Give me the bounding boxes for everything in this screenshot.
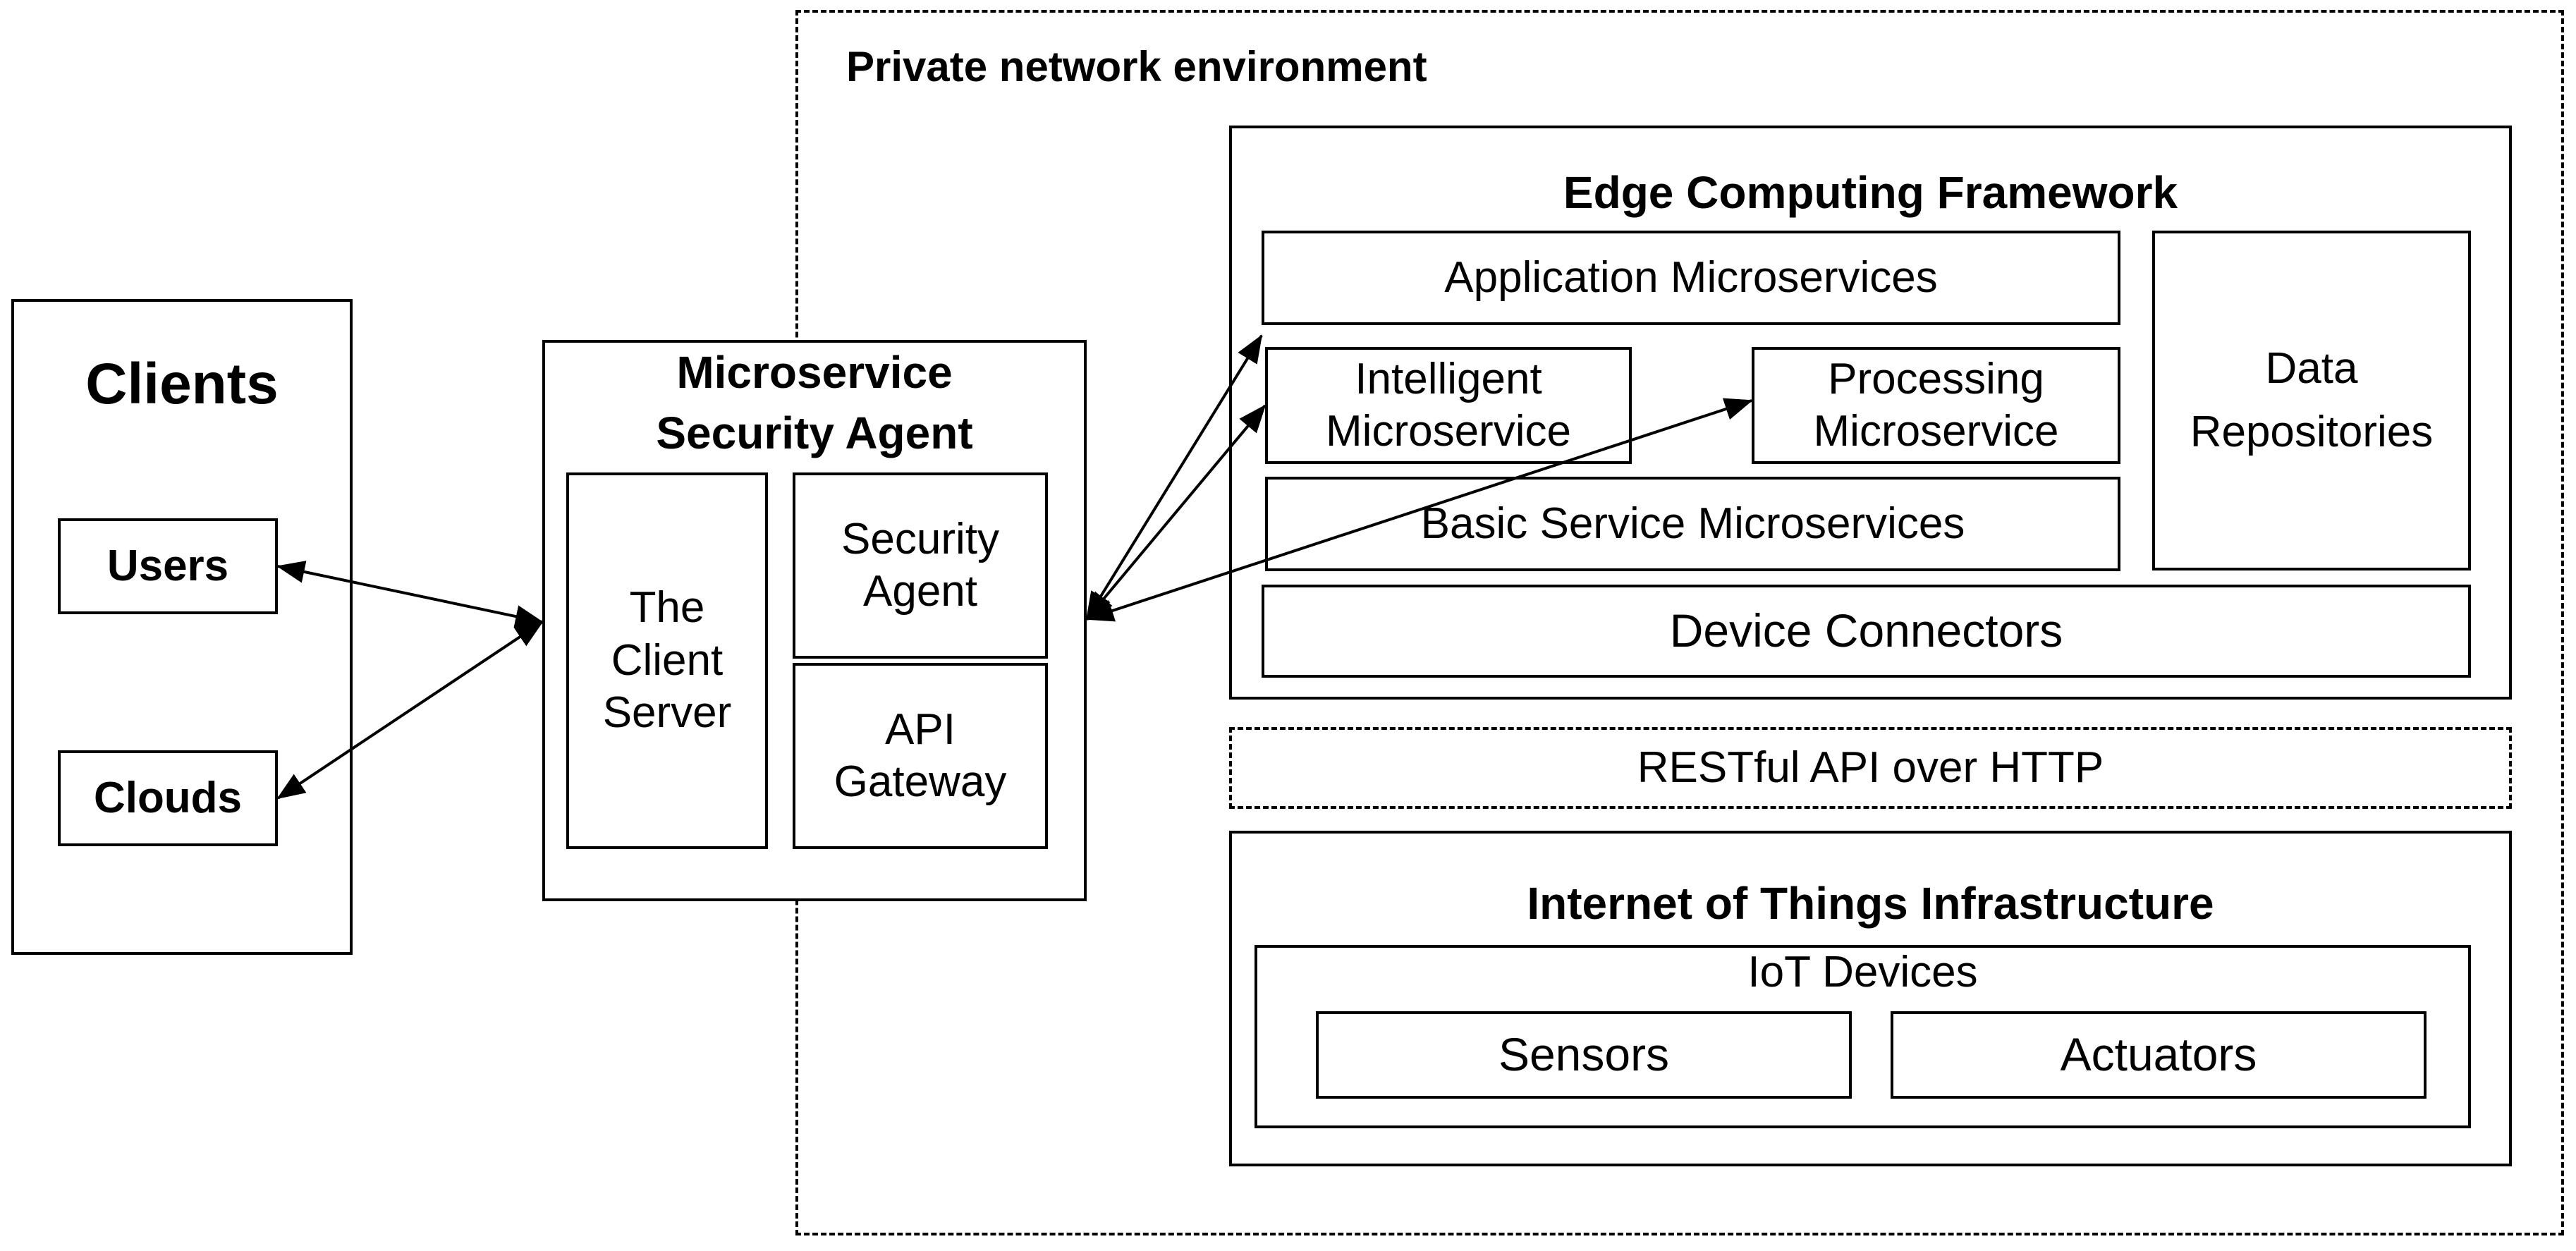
users-node: Users bbox=[58, 518, 278, 614]
iot-devices-title: IoT Devices bbox=[1747, 947, 1978, 996]
actuators-node: Actuators bbox=[1891, 1011, 2427, 1099]
application-microservices-node: Application Microservices bbox=[1262, 231, 2120, 325]
security-agent-node: Security Agent bbox=[793, 472, 1048, 659]
private-network-title: Private network environment bbox=[846, 43, 1427, 90]
iot-infrastructure-title: Internet of Things Infrastructure bbox=[1527, 877, 2214, 929]
client-server-node: The Client Server bbox=[566, 472, 768, 849]
restful-api-layer: RESTful API over HTTP bbox=[1229, 727, 2512, 809]
clients-title: Clients bbox=[85, 351, 279, 416]
processing-microservice-node: Processing Microservice bbox=[1752, 347, 2120, 464]
api-gateway-node: API Gateway bbox=[793, 663, 1048, 849]
sensors-node: Sensors bbox=[1316, 1011, 1852, 1099]
device-connectors-node: Device Connectors bbox=[1262, 585, 2471, 678]
data-repositories-node: Data Repositories bbox=[2152, 231, 2471, 570]
basic-service-microservices-node: Basic Service Microservices bbox=[1265, 477, 2120, 571]
edge-framework-title: Edge Computing Framework bbox=[1563, 166, 2178, 218]
clouds-node: Clouds bbox=[58, 750, 278, 846]
security-agent-group-title: Microservice Security Agent bbox=[656, 346, 973, 458]
intelligent-microservice-node: Intelligent Microservice bbox=[1265, 347, 1632, 464]
